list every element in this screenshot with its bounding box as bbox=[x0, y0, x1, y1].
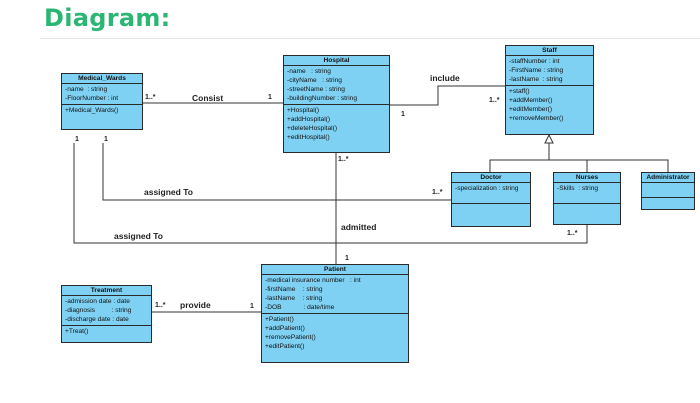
method: +deleteHospital() bbox=[287, 125, 338, 132]
attribute: -lastName : string bbox=[265, 295, 323, 302]
method: +staff() bbox=[509, 88, 530, 95]
attribute: -diagnosis : string bbox=[65, 307, 132, 314]
method: +Treat() bbox=[65, 328, 89, 335]
attributes-section: -name : string -cityName : string -stree… bbox=[284, 66, 389, 105]
class-staff[interactable]: Staff -staffNumber : int -FirstName : st… bbox=[505, 45, 594, 135]
class-doctor[interactable]: Doctor -specialization : string bbox=[451, 172, 531, 227]
attribute: -cityName : string bbox=[287, 77, 342, 84]
mult-hospital-include: 1 bbox=[401, 111, 405, 118]
attributes-section: -Skills : string bbox=[554, 183, 620, 204]
method: +Medical_Wards() bbox=[65, 107, 119, 114]
mult-doctor-assigned: 1..* bbox=[432, 189, 443, 196]
method: +removePatient() bbox=[265, 334, 316, 341]
attribute: -lastName : string bbox=[509, 76, 563, 83]
generalization-lines bbox=[489, 159, 549, 172]
attribute: -medical insurance number : int bbox=[265, 277, 361, 284]
class-name: Treatment bbox=[62, 286, 151, 296]
class-name: Medical_Wards bbox=[62, 74, 142, 84]
attribute: -name : string bbox=[287, 68, 331, 75]
attribute: -discharge date : date bbox=[65, 316, 129, 323]
class-name: Hospital bbox=[284, 56, 389, 66]
mult-wards-consist: 1..* bbox=[145, 94, 156, 101]
methods-section bbox=[452, 204, 530, 206]
method: +addMember() bbox=[509, 97, 553, 104]
attribute: -DOB : date/time bbox=[265, 304, 335, 311]
method: +editPatient() bbox=[265, 343, 305, 350]
label-include: include bbox=[430, 73, 460, 83]
attributes-section: -medical insurance number : int -firstNa… bbox=[262, 275, 408, 314]
mult-hospital-admitted: 1..* bbox=[338, 156, 349, 163]
attributes-section: -name : string -FloorNumber : int bbox=[62, 84, 142, 105]
method: +addHospital() bbox=[287, 116, 331, 123]
class-patient[interactable]: Patient -medical insurance number : int … bbox=[261, 264, 409, 363]
attributes-section: -admission date : date -diagnosis : stri… bbox=[62, 296, 151, 326]
assigned-to-nurses-line bbox=[73, 143, 588, 244]
attributes-section bbox=[642, 183, 694, 198]
diagram-heading: Diagram: bbox=[44, 4, 171, 32]
method: +editHospital() bbox=[287, 134, 330, 141]
methods-section bbox=[642, 198, 694, 200]
heading-divider bbox=[40, 38, 700, 39]
mult-patient-provide: 1 bbox=[250, 303, 254, 310]
include-line bbox=[390, 85, 505, 106]
class-hospital[interactable]: Hospital -name : string -cityName : stri… bbox=[283, 55, 390, 153]
attribute: -streetName : string bbox=[287, 86, 345, 93]
class-medical-wards[interactable]: Medical_Wards -name : string -FloorNumbe… bbox=[61, 73, 143, 130]
mult-hospital-consist: 1 bbox=[268, 94, 272, 101]
class-name: Patient bbox=[262, 265, 408, 275]
attribute: -Skills : string bbox=[557, 185, 599, 192]
label-admitted: admitted bbox=[341, 222, 377, 232]
method: +editMember() bbox=[509, 106, 553, 113]
attribute: -name : string bbox=[65, 86, 108, 93]
methods-section: +Medical_Wards() bbox=[62, 105, 142, 116]
methods-section: +Treat() bbox=[62, 326, 151, 337]
class-name: Doctor bbox=[452, 173, 530, 183]
attribute: -firstName : string bbox=[265, 286, 323, 293]
methods-section bbox=[554, 204, 620, 206]
class-nurses[interactable]: Nurses -Skills : string bbox=[553, 172, 621, 225]
attribute: -staffNumber : int bbox=[509, 58, 560, 65]
class-administrator[interactable]: Administrator bbox=[641, 172, 695, 210]
attribute: -FirstName : string bbox=[509, 67, 564, 74]
generalization-arrowhead bbox=[544, 133, 554, 144]
attribute: -buildingNumber : string bbox=[287, 95, 357, 102]
methods-section: +Patient() +addPatient() +removePatient(… bbox=[262, 314, 408, 352]
mult-staff-include: 1..* bbox=[489, 97, 500, 104]
attribute: -admission date : date bbox=[65, 298, 130, 305]
attribute: -FloorNumber : int bbox=[65, 95, 119, 102]
label-assigned-to-doctor: assigned To bbox=[144, 187, 193, 197]
attribute: -specialization : string bbox=[455, 185, 519, 192]
method: +Patient() bbox=[265, 316, 294, 323]
label-consist: Consist bbox=[192, 93, 224, 103]
method: +removeMember() bbox=[509, 115, 564, 122]
assigned-to-doctor-line bbox=[102, 143, 451, 201]
methods-section: +Hospital() +addHospital() +deleteHospit… bbox=[284, 105, 389, 143]
label-provide: provide bbox=[180, 300, 211, 310]
class-treatment[interactable]: Treatment -admission date : date -diagno… bbox=[61, 285, 152, 343]
attributes-section: -staffNumber : int -FirstName : string -… bbox=[506, 56, 593, 86]
mult-patient-admitted: 1 bbox=[345, 255, 349, 262]
class-name: Administrator bbox=[642, 173, 694, 183]
mult-wards-left: 1 bbox=[75, 136, 79, 143]
mult-nurses-assigned: 1..* bbox=[567, 230, 578, 237]
method: +addPatient() bbox=[265, 325, 305, 332]
attributes-section: -specialization : string bbox=[452, 183, 530, 204]
method: +Hospital() bbox=[287, 107, 320, 114]
label-assigned-to-nurses: assigned To bbox=[114, 231, 163, 241]
class-name: Staff bbox=[506, 46, 593, 56]
mult-wards-right: 1 bbox=[104, 136, 108, 143]
mult-treatment-provide: 1..* bbox=[155, 302, 166, 309]
methods-section: +staff() +addMember() +editMember() +rem… bbox=[506, 86, 593, 124]
class-name: Nurses bbox=[554, 173, 620, 183]
